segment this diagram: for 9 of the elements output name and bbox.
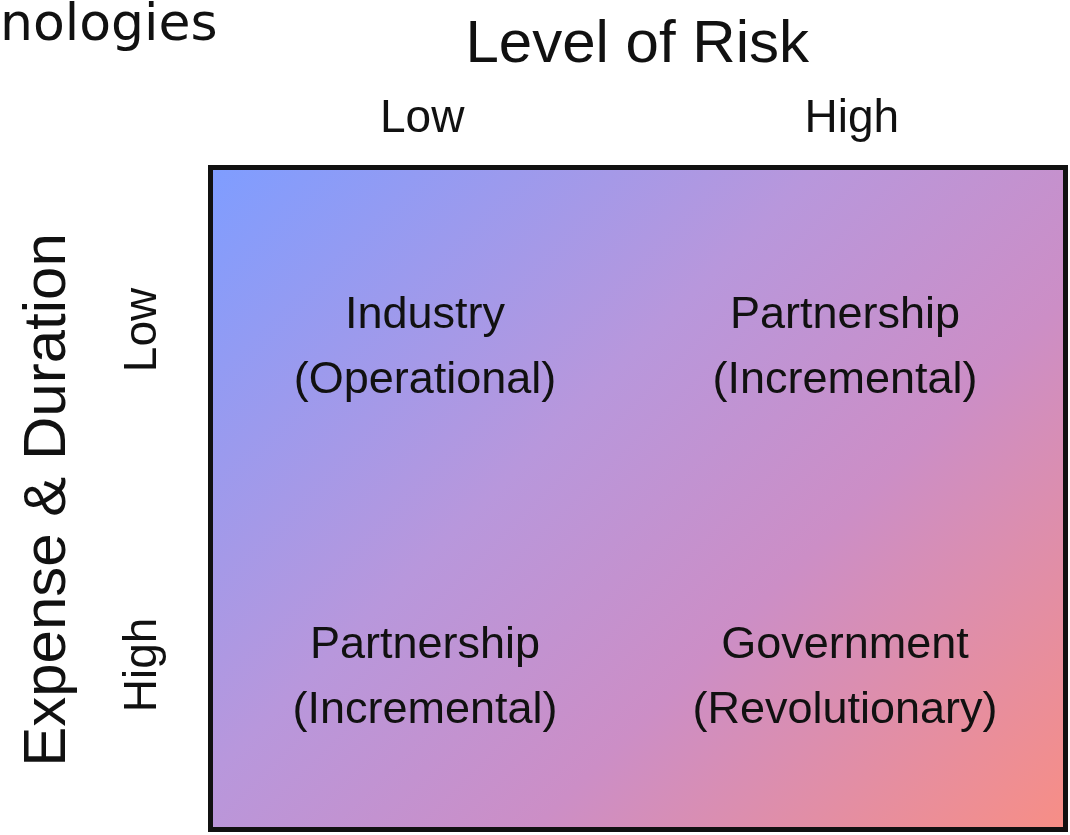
quadrant-label: Partnership (Incremental)	[225, 609, 625, 740]
quadrant-label: Industry (Operational)	[225, 279, 625, 410]
axis-title: Level of Risk	[465, 12, 809, 72]
matrix-grid	[208, 165, 1068, 832]
axis-category: Low	[380, 93, 465, 139]
axis-title: Expense & Duration	[14, 233, 75, 767]
quadrant-label: Government (Revolutionary)	[645, 609, 1045, 740]
quadrant-label: Partnership (Incremental)	[645, 279, 1045, 410]
axis-category: Low	[117, 287, 164, 373]
